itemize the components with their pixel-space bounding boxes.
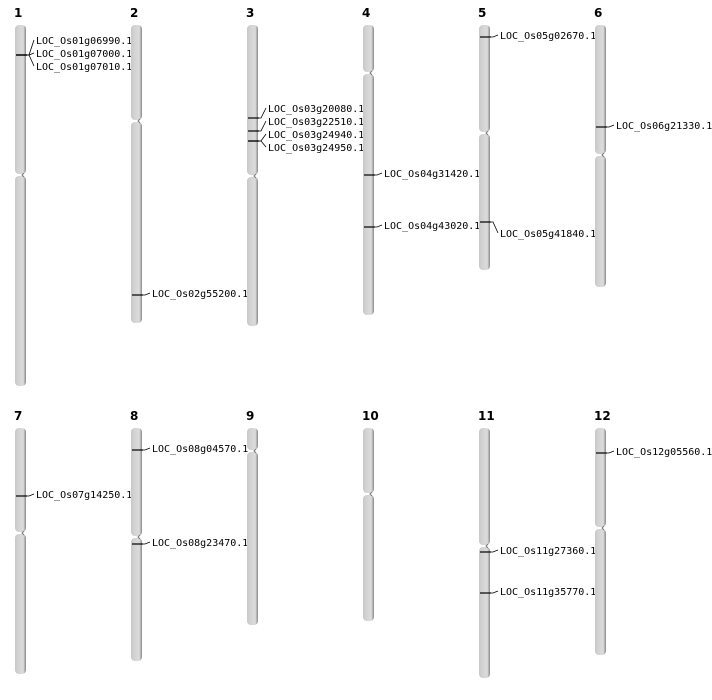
- centromere: [21, 172, 25, 178]
- chromosome-arm-short: [595, 25, 606, 154]
- chromosome-arm-long: [479, 134, 490, 270]
- gene-label: LOC_Os12g05560.1: [616, 447, 712, 458]
- centromere: [253, 448, 257, 454]
- gene-label: LOC_Os01g07010.1: [36, 62, 132, 73]
- gene-label: LOC_Os03g24950.1: [268, 143, 364, 154]
- gene-connector: [491, 221, 499, 234]
- chromosome-arm-short: [363, 25, 374, 72]
- chromosome-label: 12: [594, 409, 611, 423]
- gene-connector: [259, 140, 267, 148]
- chromosome-9: 9: [246, 409, 258, 625]
- chromosome-arm-short: [479, 25, 490, 132]
- gene-connector: [607, 450, 615, 454]
- chromosome-arm-short: [247, 428, 258, 450]
- gene-connector: [143, 292, 151, 296]
- chromosome-arm-short: [247, 25, 258, 175]
- gene-label: LOC_Os08g23470.1: [152, 538, 248, 549]
- gene-label: LOC_Os05g41840.1: [500, 229, 596, 240]
- chromosome-arm-long: [247, 452, 258, 625]
- centromere: [137, 118, 141, 124]
- chromosome-label: 6: [594, 6, 602, 20]
- chromosome-arm-long: [15, 176, 26, 386]
- gene-label: LOC_Os11g27360.1: [500, 546, 596, 557]
- chromosome-label: 8: [130, 409, 138, 423]
- gene-label: LOC_Os03g22510.1: [268, 117, 364, 128]
- chromosome-arm-short: [363, 428, 374, 493]
- gene-connector: [491, 34, 499, 38]
- centromere: [253, 173, 257, 179]
- chromosome-arm-long: [131, 122, 142, 323]
- centromere: [21, 530, 25, 536]
- centromere: [485, 130, 489, 136]
- chromosome-arm-short: [15, 25, 26, 174]
- gene-label: LOC_Os05g02670.1: [500, 31, 596, 42]
- gene-connector: [259, 133, 267, 142]
- chromosome-arm-short: [131, 25, 142, 120]
- chromosome-arm-long: [479, 547, 490, 678]
- gene-connector: [375, 172, 383, 176]
- gene-connector: [143, 447, 151, 451]
- chromosome-label: 10: [362, 409, 379, 423]
- gene-connector: [607, 124, 615, 128]
- chromosome-arm-short: [479, 428, 490, 545]
- chromosome-1: 1LOC_Os01g06990.1LOC_Os01g07000.1LOC_Os0…: [14, 6, 132, 386]
- centromere: [601, 152, 605, 158]
- gene-label: LOC_Os11g35770.1: [500, 587, 596, 598]
- gene-connector: [375, 224, 383, 228]
- chromosome-arm-long: [131, 538, 142, 661]
- gene-label: LOC_Os08g04570.1: [152, 444, 248, 455]
- chromosome-label: 4: [362, 6, 370, 20]
- gene-connector: [491, 590, 499, 594]
- chromosome-arm-short: [131, 428, 142, 536]
- gene-connector: [491, 549, 499, 553]
- gene-label: LOC_Os01g07000.1: [36, 49, 132, 60]
- chromosome-arm-long: [247, 177, 258, 326]
- gene-label: LOC_Os01g06990.1: [36, 36, 132, 47]
- chromosome-arm-short: [595, 428, 606, 527]
- chromosome-arm-long: [595, 529, 606, 655]
- gene-connector: [27, 39, 35, 56]
- gene-label: LOC_Os04g31420.1: [384, 169, 480, 180]
- gene-label: LOC_Os04g43020.1: [384, 221, 480, 232]
- chromosome-arm-short: [15, 428, 26, 532]
- gene-connector: [259, 120, 267, 132]
- centromere: [601, 525, 605, 531]
- chromosome-label: 9: [246, 409, 254, 423]
- chromosome-label: 1: [14, 6, 22, 20]
- chromosome-label: 11: [478, 409, 495, 423]
- chromosome-10: 10: [362, 409, 379, 621]
- gene-connector: [27, 493, 35, 497]
- gene-label: LOC_Os06g21330.1: [616, 121, 712, 132]
- chromosome-label: 5: [478, 6, 486, 20]
- centromere: [485, 543, 489, 549]
- gene-label: LOC_Os03g24940.1: [268, 130, 364, 141]
- chromosome-3: 3LOC_Os03g20080.1LOC_Os03g22510.1LOC_Os0…: [246, 6, 364, 326]
- chromosome-label: 7: [14, 409, 22, 423]
- chromosome-arm-long: [363, 495, 374, 621]
- gene-connector: [143, 541, 151, 545]
- gene-label: LOC_Os03g20080.1: [268, 104, 364, 115]
- gene-label: LOC_Os07g14250.1: [36, 490, 132, 501]
- gene-label: LOC_Os02g55200.1: [152, 289, 248, 300]
- chromosome-arm-long: [15, 534, 26, 674]
- chromosome-arm-long: [363, 74, 374, 315]
- centromere: [369, 491, 373, 497]
- gene-connector: [259, 107, 267, 119]
- chromosome-label: 2: [130, 6, 138, 20]
- gene-connector: [27, 54, 35, 67]
- chromosome-arm-long: [595, 156, 606, 287]
- chromosome-label: 3: [246, 6, 254, 20]
- centromere: [369, 70, 373, 76]
- centromere: [137, 534, 141, 540]
